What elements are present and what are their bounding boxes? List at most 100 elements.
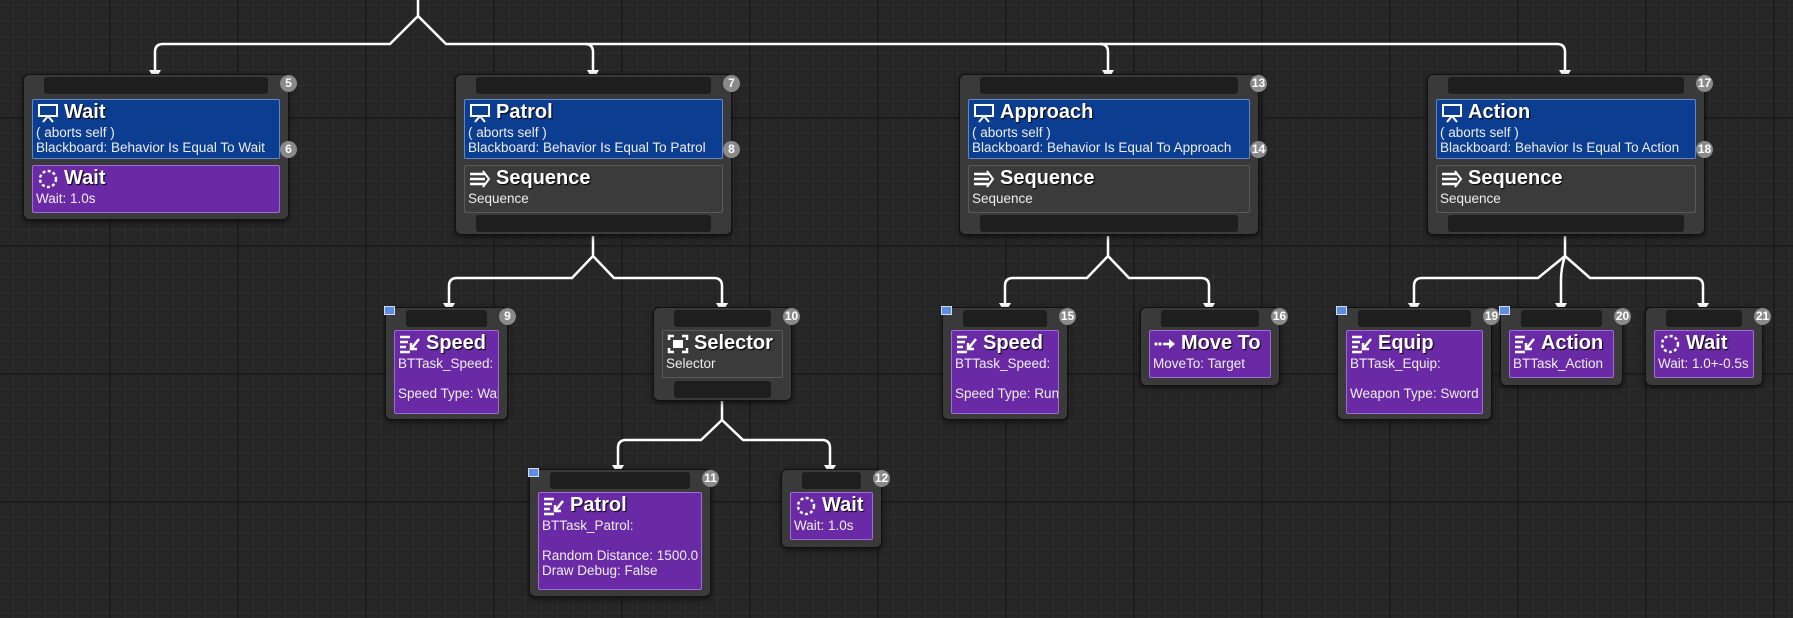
composite-detail: Sequence [468,191,529,206]
decorator-title: Patrol [496,101,553,123]
execution-index-badge: 11 [702,470,719,487]
wait-task[interactable]: Wait Wait: 1.0+-0.5s [1654,330,1754,378]
breakpoint-flag-icon [528,468,539,477]
move-to-task[interactable]: Move To MoveTo: Target [1149,330,1271,378]
task-title: Action [1541,332,1604,354]
task-icon [1514,334,1536,354]
move-to-icon [1154,334,1176,354]
decorator-condition: Blackboard: Behavior Is Equal To Action [1440,140,1680,155]
blackboard-decorator[interactable]: Wait ( aborts self ) Blackboard: Behavio… [32,99,280,159]
composite-title: Selector [694,332,773,354]
blackboard-icon [973,103,995,123]
execution-index-badge: 20 [1614,308,1631,325]
input-pin[interactable] [1358,310,1471,327]
input-pin[interactable] [1448,77,1684,94]
patrol-task-node[interactable]: 11 Patrol BTTask_Patrol: Random Distance… [528,468,719,597]
wait-icon [37,169,59,189]
task-icon [1351,334,1373,354]
sequence-composite[interactable]: Sequence Sequence [1436,165,1696,213]
input-pin[interactable] [476,77,711,94]
task-title: Speed [426,332,487,354]
breakpoint-flag-icon [384,306,395,315]
wire-selector [616,400,724,467]
task-property: Speed Type: Walk [398,386,499,401]
execution-index-badge: 17 [1696,75,1713,92]
breakpoint-flag-icon [1336,306,1347,315]
wire-root-right [417,15,1567,72]
sequence-composite[interactable]: Sequence Sequence [464,165,723,213]
speed-task[interactable]: Speed BTTask_Speed: Speed Type: Run [951,330,1059,414]
wait-task[interactable]: Wait Wait: 1.0s [790,492,873,540]
composite-detail: Sequence [972,191,1033,206]
blackboard-decorator[interactable]: Patrol ( aborts self ) Blackboard: Behav… [464,99,723,159]
sequence-icon [973,169,995,189]
task-title: Equip [1378,332,1434,354]
action-branch-node[interactable]: 17 Action ( aborts self ) Blackboard: Be… [1427,74,1713,235]
output-pin[interactable] [674,381,771,398]
wire-approach-seq [1003,236,1110,305]
task-property: Weapon Type: Sword [1350,386,1479,401]
decorator-index-badge: 14 [1250,141,1267,158]
selector-node[interactable]: 10 Selector Selector [653,307,800,401]
sequence-icon [1441,169,1463,189]
wire-selector-right [721,419,832,467]
input-pin[interactable] [44,77,268,94]
sequence-icon [469,169,491,189]
execution-index-badge: 15 [1059,308,1076,325]
task-detail: BTTask_Action [1513,356,1604,371]
selector-composite[interactable]: Selector Selector [662,330,783,378]
aborts-label: ( aborts self ) [36,125,115,140]
input-pin[interactable] [1521,310,1602,327]
input-pin[interactable] [1666,310,1742,327]
task-property: Speed Type: Run [955,386,1059,401]
task-icon [543,496,565,516]
wait-random-task-node[interactable]: 21 Wait Wait: 1.0+-0.5s [1645,307,1771,386]
blank-line [1347,371,1482,386]
equip-task[interactable]: Equip BTTask_Equip: Weapon Type: Sword [1346,330,1483,414]
execution-index-badge: 12 [873,470,890,487]
blackboard-decorator[interactable]: Approach ( aborts self ) Blackboard: Beh… [968,99,1250,159]
decorator-index-badge: 8 [723,141,740,158]
blackboard-icon [469,103,491,123]
input-pin[interactable] [550,472,690,489]
wait-branch-node[interactable]: 5 Wait ( aborts self ) Blackboard: Behav… [23,74,297,220]
input-pin[interactable] [980,77,1238,94]
decorator-index-badge: 18 [1696,141,1713,158]
aborts-label: ( aborts self ) [972,125,1051,140]
task-class: BTTask_Equip: [1350,356,1441,371]
output-pin[interactable] [980,215,1238,232]
input-pin[interactable] [802,472,861,489]
speed-walk-task-node[interactable]: 9 Speed BTTask_Speed: Speed Type: Walk [384,306,516,420]
move-to-task-node[interactable]: 16 Move To MoveTo: Target [1140,307,1288,386]
wait-task-node[interactable]: 12 Wait Wait: 1.0s [781,469,890,548]
speed-task[interactable]: Speed BTTask_Speed: Speed Type: Walk [394,330,499,414]
input-pin[interactable] [406,310,487,327]
wire-patrol-seq-right [592,255,724,305]
breakpoint-flag-icon [1499,306,1510,315]
input-pin[interactable] [674,310,771,327]
execution-index-badge: 10 [783,308,800,325]
composite-detail: Selector [666,356,716,371]
task-icon [956,334,978,354]
input-pin[interactable] [1161,310,1259,327]
task-title: Wait [64,167,106,189]
composite-title: Sequence [1468,167,1563,189]
patrol-task[interactable]: Patrol BTTask_Patrol: Random Distance: 1… [538,492,702,590]
action-task-node[interactable]: 20 Action BTTask_Action [1499,306,1631,386]
blackboard-decorator[interactable]: Action ( aborts self ) Blackboard: Behav… [1436,99,1696,159]
wire-root [153,0,420,72]
aborts-label: ( aborts self ) [1440,125,1519,140]
patrol-branch-node[interactable]: 7 Patrol ( aborts self ) Blackboard: Beh… [455,74,740,235]
equip-task-node[interactable]: 19 Equip BTTask_Equip: Weapon Type: Swor… [1336,306,1500,420]
input-pin[interactable] [963,310,1047,327]
action-task[interactable]: Action BTTask_Action [1509,330,1614,378]
execution-index-badge: 21 [1754,308,1771,325]
breakpoint-flag-icon [941,306,952,315]
wait-task[interactable]: Wait Wait: 1.0s [32,165,280,213]
approach-branch-node[interactable]: 13 Approach ( aborts self ) Blackboard: … [959,74,1267,235]
output-pin[interactable] [476,215,711,232]
wire-root-approach [1099,42,1110,72]
output-pin[interactable] [1448,215,1684,232]
speed-run-task-node[interactable]: 15 Speed BTTask_Speed: Speed Type: Run [941,306,1076,420]
sequence-composite[interactable]: Sequence Sequence [968,165,1250,213]
